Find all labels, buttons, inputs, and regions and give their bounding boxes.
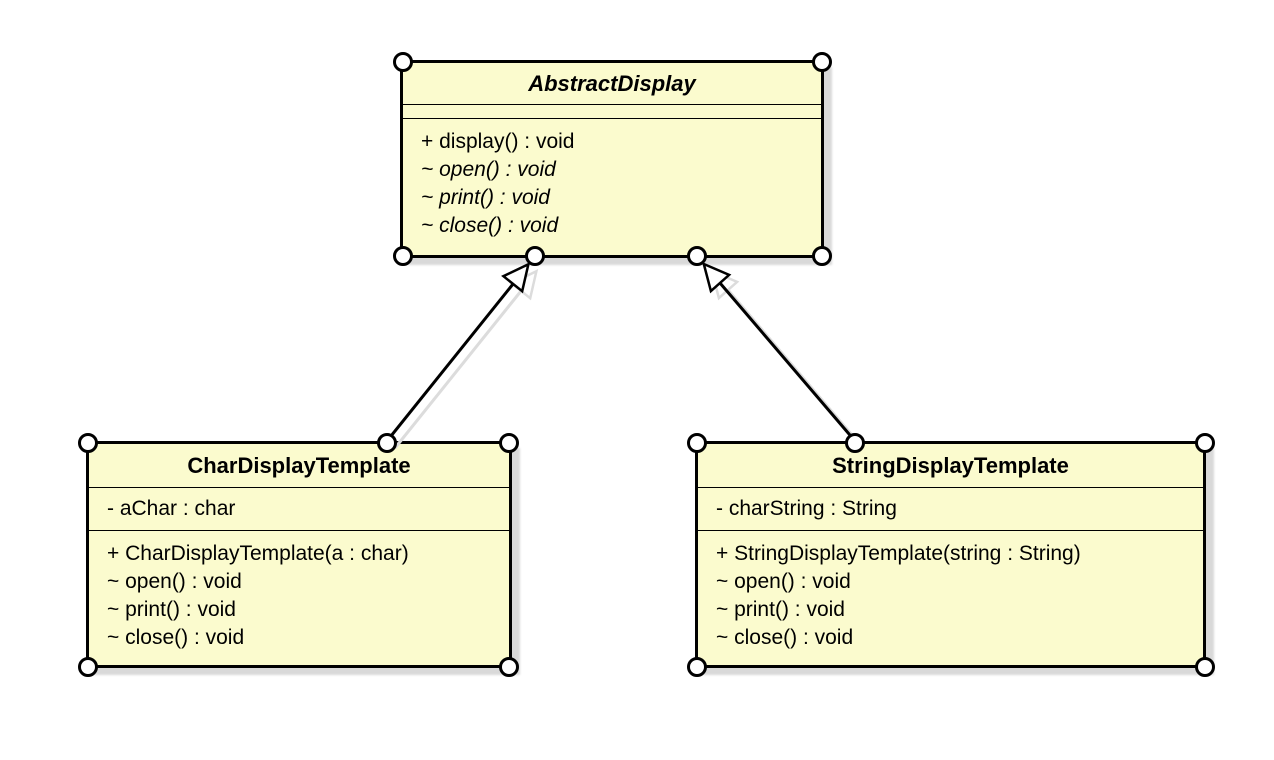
method-close-abstract: ~ close() : void [421,214,559,237]
generalization-arrow-char-to-abstract[interactable] [385,261,531,442]
class-box-char-display-template[interactable]: CharDisplayTemplate - aChar : char + Cha… [86,441,512,668]
method-print: ~ print() : void [107,598,236,621]
connection-handle[interactable] [525,246,545,266]
attribute-charstring: - charString : String [716,497,897,520]
connection-handle[interactable] [78,433,98,453]
connection-handle[interactable] [812,246,832,266]
connection-handle[interactable] [377,433,397,453]
method-print-abstract: ~ print() : void [421,186,550,209]
method-close: ~ close() : void [107,626,245,649]
class-name-string-display-template: StringDisplayTemplate [698,444,1203,488]
method-open: ~ open() : void [716,570,851,593]
class-name-abstract-display: AbstractDisplay [403,63,821,105]
connection-handle[interactable] [845,433,865,453]
method-display: + display() : void [421,130,575,153]
method-constructor: + StringDisplayTemplate(string : String) [716,542,1081,565]
connection-handle[interactable] [687,657,707,677]
methods-compartment: + display() : void ~ open() : void ~ pri… [403,119,821,240]
methods-compartment: + StringDisplayTemplate(string : String)… [698,531,1203,652]
class-box-abstract-display[interactable]: AbstractDisplay + display() : void ~ ope… [400,60,824,258]
class-name-char-display-template: CharDisplayTemplate [89,444,509,488]
method-open: ~ open() : void [107,570,242,593]
attributes-compartment: - aChar : char [89,488,509,531]
methods-compartment: + CharDisplayTemplate(a : char) ~ open()… [89,531,509,652]
connection-handle[interactable] [1195,433,1215,453]
method-constructor: + CharDisplayTemplate(a : char) [107,542,409,565]
method-open-abstract: ~ open() : void [421,158,556,181]
connection-handle[interactable] [687,246,707,266]
method-print: ~ print() : void [716,598,845,621]
connection-handle[interactable] [812,52,832,72]
generalization-shadow-string [709,268,865,449]
connection-handle[interactable] [1195,657,1215,677]
connection-handle[interactable] [393,246,413,266]
method-close: ~ close() : void [716,626,854,649]
attributes-compartment: - charString : String [698,488,1203,531]
attribute-achar: - aChar : char [107,497,236,520]
connection-handle[interactable] [78,657,98,677]
generalization-arrow-string-to-abstract[interactable] [701,261,857,442]
class-box-string-display-template[interactable]: StringDisplayTemplate - charString : Str… [695,441,1206,668]
attributes-compartment-empty [403,105,821,119]
connection-handle[interactable] [393,52,413,72]
generalization-shadow-char [393,268,539,449]
connection-handle[interactable] [687,433,707,453]
connection-handle[interactable] [499,657,519,677]
connection-handle[interactable] [499,433,519,453]
